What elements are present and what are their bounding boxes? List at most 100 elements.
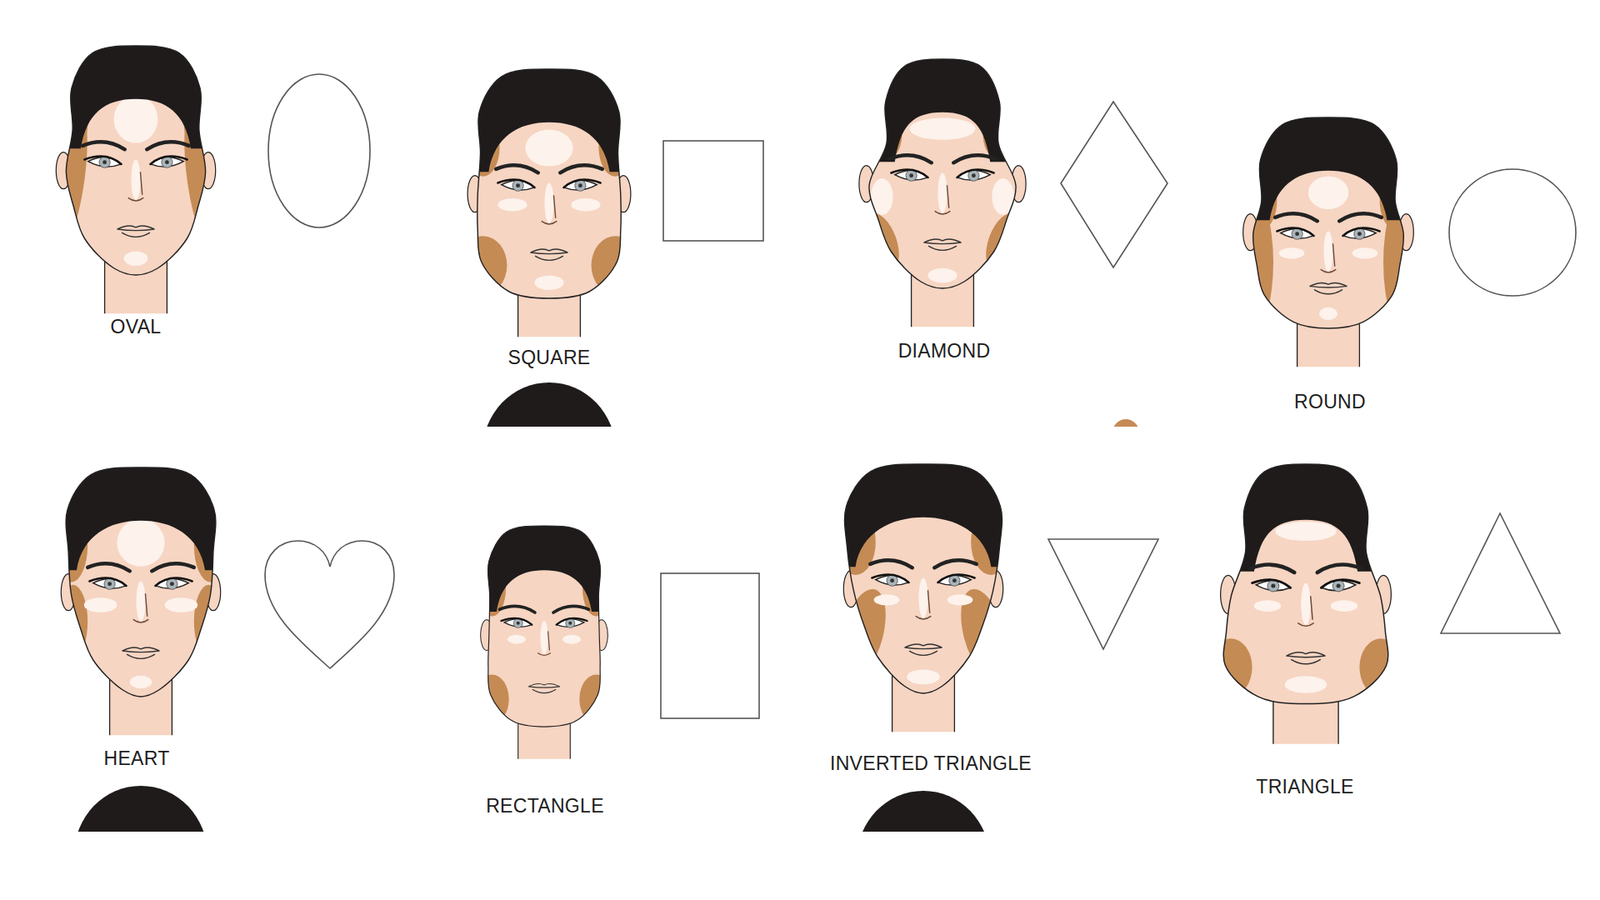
highlight-patch: [497, 198, 527, 211]
eye-group: [82, 141, 125, 168]
contour-patch: [1210, 638, 1253, 696]
highlight-patch: [909, 117, 975, 140]
face-makeup: [1181, 99, 1475, 336]
pupil: [909, 173, 914, 178]
eye-group: [146, 141, 190, 168]
face-makeup: [795, 40, 1090, 283]
eyelash-line: [500, 618, 532, 625]
eyelash-line: [938, 575, 975, 583]
square-outline: [663, 140, 764, 241]
eye-group: [1275, 213, 1318, 240]
highlight-patch: [114, 95, 159, 143]
highlight-patch: [116, 519, 165, 567]
pupil: [971, 173, 976, 178]
nose: [935, 185, 950, 215]
pupil: [578, 183, 583, 188]
highlight-patch: [1324, 230, 1334, 271]
pupil: [516, 621, 520, 625]
nose: [1298, 596, 1314, 627]
eyelash-line: [871, 575, 909, 583]
inverted-triangle-outline: [1048, 539, 1159, 650]
lips: [529, 684, 560, 694]
eye-group: [1317, 565, 1362, 592]
highlight-patch: [938, 172, 948, 213]
pupil: [568, 621, 572, 625]
face-illustration: [795, 40, 1090, 327]
eyelash-line: [150, 156, 188, 165]
face-shape-label: HEART: [103, 748, 170, 770]
row-fragment: [74, 785, 990, 832]
highlight-patch: [562, 635, 581, 645]
eye-group: [560, 165, 603, 191]
face-makeup: [0, 27, 283, 266]
face-shape-label: INVERTED TRIANGLE: [830, 753, 1032, 775]
eye-group: [953, 155, 996, 181]
triangle-outline: [1440, 513, 1560, 634]
eye-group: [87, 563, 130, 590]
face-makeup: [1152, 445, 1460, 696]
highlight-patch: [927, 268, 957, 284]
face-outline: [1223, 464, 1389, 705]
eyebrow: [146, 141, 190, 150]
highlight-patch: [874, 594, 900, 605]
eyebrow: [87, 563, 130, 571]
eyelash-line: [1252, 580, 1291, 589]
pupil: [1295, 231, 1300, 236]
partial-hair: [856, 790, 990, 832]
face-illustration: [776, 445, 1070, 732]
lips: [117, 225, 155, 237]
pupil: [107, 581, 112, 586]
highlight-patch: [919, 577, 929, 618]
face-shape-label: ROUND: [1294, 391, 1366, 413]
face-illustration: [421, 510, 667, 760]
face-outline: [65, 467, 216, 697]
eyelash-line: [1320, 580, 1360, 589]
highlight-patch: [131, 159, 141, 200]
pupil: [952, 578, 957, 583]
eye-group: [151, 563, 195, 590]
partial-swatch: [1112, 419, 1140, 427]
contour-patch: [1359, 638, 1402, 696]
face-outline: [1253, 117, 1405, 329]
eyebrow: [934, 560, 977, 568]
eyebrow: [500, 605, 535, 613]
faces: [0, 27, 1475, 760]
eyelash-line: [497, 180, 535, 188]
eye-group: [934, 560, 977, 586]
eyelash-line: [89, 578, 126, 586]
eyebrow: [953, 155, 996, 163]
row-fragment: [482, 382, 1140, 427]
highlight-patch: [570, 198, 600, 211]
round-outline: [1449, 169, 1576, 296]
contour-patch: [978, 207, 1031, 278]
nose: [541, 195, 557, 225]
pupil: [165, 160, 170, 165]
eyelash-line: [155, 578, 193, 586]
highlight-patch: [1275, 521, 1337, 541]
eye-group: [553, 605, 589, 628]
eyebrow: [889, 155, 932, 163]
eyelash-line: [957, 170, 995, 178]
highlight-patch: [136, 580, 146, 621]
face-illustration: [0, 449, 288, 735]
lips: [924, 239, 961, 250]
eyebrow: [870, 560, 913, 568]
eyebrow: [82, 141, 125, 150]
contour-patch: [854, 207, 907, 278]
eyebrow: [1250, 565, 1295, 573]
pupil: [890, 578, 895, 583]
highlight-patch: [540, 620, 548, 655]
face-shape-label: OVAL: [110, 316, 162, 338]
highlight-patch: [507, 635, 526, 645]
highlight-patch: [525, 130, 573, 167]
nose: [128, 172, 144, 201]
face-makeup: [402, 50, 696, 295]
eyebrow: [151, 563, 195, 571]
contour-patch: [194, 585, 224, 659]
eyebrow: [1275, 213, 1318, 221]
eyebrow: [553, 605, 589, 613]
highlight-patch: [534, 275, 564, 291]
face-outline: [869, 59, 1016, 289]
